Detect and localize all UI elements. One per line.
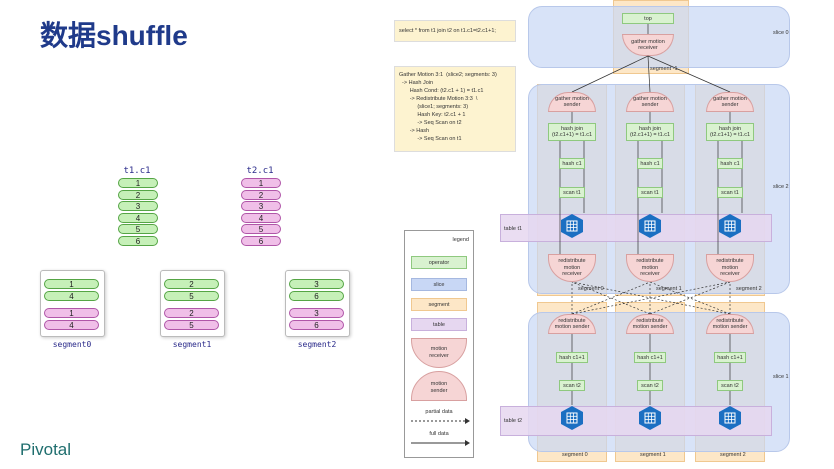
- t2-cell: 4: [241, 212, 281, 223]
- redist-sender: redistribute motion sender: [706, 314, 754, 334]
- scan-t2-op: scan t2: [717, 380, 743, 391]
- flow-line: [571, 281, 731, 315]
- segment-minus1-label: segment -1: [650, 66, 678, 72]
- hash-c1-op: hash c1: [559, 158, 585, 169]
- t1-cell: 2: [118, 189, 158, 200]
- scan-t1-op: scan t1: [717, 187, 743, 198]
- legend: legend operator slice segment table moti…: [404, 230, 474, 458]
- database-icon: [559, 405, 585, 431]
- segment-label: segment1: [172, 340, 212, 349]
- flow-line: [647, 55, 731, 93]
- t2-header: t2.c1: [246, 166, 274, 176]
- hash-c1p1-op: hash c1+1: [556, 352, 588, 363]
- seg-pink-cell: 1: [44, 308, 99, 318]
- t2-cell: 2: [241, 189, 281, 200]
- seg-green-cell: 3: [289, 279, 344, 289]
- seg-pink-cell: 3: [289, 308, 344, 318]
- legend-operator: operator: [411, 256, 467, 269]
- hash-c1-op: hash c1: [637, 158, 663, 169]
- seg-green-cell: 2: [164, 279, 219, 289]
- seg-pink-cell: 5: [164, 320, 219, 330]
- slice2-label: slice 2: [773, 184, 789, 190]
- seg-green-cell: 4: [44, 291, 99, 301]
- hash-join-op: hash join (t2.c1+1) = t1.c1: [548, 123, 596, 141]
- legend-partial-arrow: [411, 418, 470, 424]
- scan-t1-op: scan t1: [559, 187, 585, 198]
- segment-label: segment 1: [640, 452, 666, 458]
- query-note: select * from t1 join t2 on t1.c1=t2.c1+…: [394, 20, 516, 42]
- database-icon: [717, 213, 743, 239]
- hash-join-op: hash join (t2.c1+1) = t1.c1: [706, 123, 754, 141]
- t1-header: t1.c1: [123, 166, 151, 176]
- legend-segment: segment: [411, 298, 467, 311]
- hash-c1p1-op: hash c1+1: [634, 352, 666, 363]
- segment-label: segment2: [297, 340, 337, 349]
- database-icon: [559, 213, 585, 239]
- redist-sender: redistribute motion sender: [548, 314, 596, 334]
- scan-t1-op: scan t1: [637, 187, 663, 198]
- t2-cell: 1: [241, 178, 281, 188]
- seg-green-cell: 6: [289, 291, 344, 301]
- seg-green-cell: 5: [164, 291, 219, 301]
- scan-t2-op: scan t2: [559, 380, 585, 391]
- database-icon: [717, 405, 743, 431]
- segment-label: segment 0: [562, 452, 588, 458]
- legend-table: table: [411, 318, 467, 331]
- hash-c1p1-op: hash c1+1: [714, 352, 746, 363]
- seg-pink-cell: 4: [44, 320, 99, 330]
- segment-label: segment 1: [656, 286, 682, 292]
- flow-line: [647, 55, 651, 93]
- segment-label: segment 2: [736, 286, 762, 292]
- top-op: top: [622, 13, 674, 24]
- table-t2-label: table t2: [504, 418, 523, 424]
- slice1-label: slice 1: [773, 374, 789, 380]
- t1-cell: 3: [118, 201, 158, 211]
- slice0-label: slice 0: [773, 30, 789, 36]
- brand-logo: Pivotal: [20, 440, 72, 459]
- table-t1-label: table t1: [504, 226, 523, 232]
- legend-slice: slice: [411, 278, 467, 291]
- t2-cell: 5: [241, 224, 281, 234]
- gather-sender: gather motion sender: [548, 92, 596, 112]
- legend-partial: partial data: [425, 409, 453, 415]
- segment-label: segment 0: [578, 286, 604, 292]
- t1-cell: 5: [118, 224, 158, 234]
- database-icon: [637, 405, 663, 431]
- legend-full: full data: [429, 431, 449, 437]
- gather-sender: gather motion sender: [626, 92, 674, 112]
- t2-cell: 3: [241, 201, 281, 211]
- legend-full-arrow: [411, 440, 470, 446]
- legend-title: legend: [452, 237, 469, 243]
- scan-t2-op: scan t2: [637, 380, 663, 391]
- t2-cell: 6: [241, 235, 281, 246]
- page-title: 数据shuffle: [40, 20, 188, 51]
- t1-cell: 4: [118, 212, 158, 223]
- plan-note: Gather Motion 3:1 (slice2; segments: 3) …: [394, 66, 516, 152]
- flow-line: [571, 55, 649, 93]
- segment-label: segment 2: [720, 452, 746, 458]
- seg-pink-cell: 6: [289, 320, 344, 330]
- t1-cell: 6: [118, 235, 158, 246]
- hash-c1-op: hash c1: [717, 158, 743, 169]
- segment-label: segment0: [52, 340, 92, 349]
- t1-cell: 1: [118, 178, 158, 188]
- redist-sender: redistribute motion sender: [626, 314, 674, 334]
- seg-pink-cell: 2: [164, 308, 219, 318]
- database-icon: [637, 213, 663, 239]
- seg-green-cell: 1: [44, 279, 99, 289]
- hash-join-op: hash join (t2.c1+1) = t1.c1: [626, 123, 674, 141]
- gather-sender: gather motion sender: [706, 92, 754, 112]
